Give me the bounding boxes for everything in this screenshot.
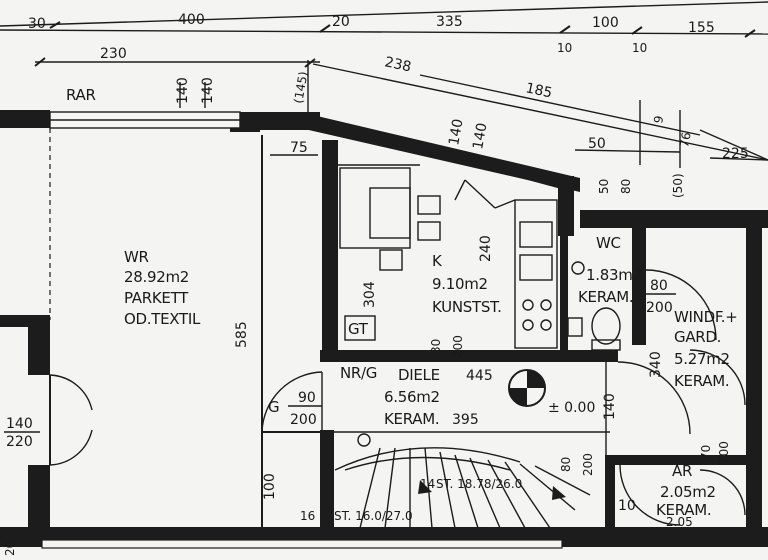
- dim-g200: 200: [290, 412, 317, 428]
- dim-155: 155: [688, 20, 715, 36]
- dim-200b: 200: [451, 335, 465, 358]
- room-windf-area: 5.27m2: [674, 350, 730, 368]
- room-diele-name: DIELE: [398, 366, 440, 384]
- stair-spec-1: ST. 16.0/27.0: [334, 509, 413, 523]
- room-wc-floor: KERAM.: [578, 288, 633, 306]
- dim-335: 335: [436, 14, 463, 30]
- dim-200d: 200: [717, 441, 731, 464]
- dim-30c: 30: [429, 339, 443, 354]
- walls: [0, 110, 768, 547]
- partitions: [49, 128, 610, 530]
- dim-400: 400: [178, 12, 205, 28]
- dim-200c: 200: [581, 453, 595, 476]
- dim-220l: 220: [6, 434, 33, 450]
- dim-20l: 20: [3, 541, 17, 556]
- dim-9: 9: [651, 115, 666, 125]
- dim-80b: 80: [650, 278, 668, 294]
- dim-238: 238: [383, 54, 412, 75]
- windows: [41, 111, 563, 549]
- room-diele-area: 6.56m2: [384, 388, 440, 406]
- room-k-name: K: [432, 252, 443, 270]
- dim-10b: 10: [632, 41, 647, 55]
- room-ar-floor: KERAM.: [656, 501, 711, 519]
- dim-80c: 80: [559, 457, 573, 472]
- dim-145: (145): [291, 70, 310, 104]
- wc-fixtures: [567, 261, 621, 351]
- dim-g90: 90: [298, 390, 316, 406]
- dim-185: 185: [524, 80, 553, 101]
- dim-304: 304: [362, 281, 378, 308]
- room-wr-floor2: OD.TEXTIL: [124, 310, 201, 328]
- room-k-area: 9.10m2: [432, 275, 488, 293]
- room-wr-floor1: PARKETT: [124, 289, 189, 307]
- room-ar-area: 2.05m2: [660, 483, 716, 501]
- stair-spec-2: ST. 18.78/26.0: [436, 477, 522, 491]
- dim-140l: 140: [6, 416, 33, 432]
- dim-50p: (50): [671, 173, 685, 198]
- dim-30: 30: [28, 16, 46, 32]
- room-ar-name: AR: [672, 462, 692, 480]
- dim-10c: 10: [618, 498, 636, 514]
- room-windf-name1: WINDF.+: [674, 308, 737, 326]
- dim-k140a: 140: [446, 118, 466, 147]
- dim-200a: 200: [646, 300, 673, 316]
- dim-205: 2.05: [666, 515, 693, 529]
- door-swings: [49, 269, 746, 526]
- elevation-label: ± 0.00: [548, 400, 595, 416]
- dim-16: 16: [300, 509, 315, 523]
- staircase: [334, 433, 591, 529]
- room-windf-name2: GARD.: [674, 328, 721, 346]
- dim-50: 50: [588, 136, 606, 152]
- dim-76: 76: [677, 131, 693, 148]
- dim-70: 70: [699, 445, 713, 460]
- dim-k140b: 140: [470, 122, 490, 151]
- dim-80a: 80: [619, 179, 633, 194]
- dim-50b: 50: [597, 179, 611, 194]
- label-g: G: [268, 398, 279, 416]
- dim-10a: 10: [557, 41, 572, 55]
- room-wc-area: 1.83m2: [586, 266, 642, 284]
- rar-label: RAR: [66, 86, 96, 104]
- dim-585: 585: [234, 321, 250, 348]
- dim-140a: 140: [175, 77, 191, 104]
- room-diele-floor: KERAM.: [384, 410, 439, 428]
- dim-20: 20: [332, 14, 350, 30]
- dim-340: 340: [648, 351, 664, 378]
- top-dimension-lines: [0, 1, 768, 168]
- dim-445: 445: [466, 368, 493, 384]
- dim-240: 240: [478, 235, 494, 262]
- dim-395: 395: [452, 412, 479, 428]
- dim-100: 100: [592, 15, 619, 31]
- dim-140c: 140: [602, 393, 618, 420]
- room-wr-area: 28.92m2: [124, 268, 189, 286]
- label-nrg: NR/G: [340, 364, 377, 382]
- stair-num-14: 14: [420, 477, 435, 491]
- dim-140b: 140: [200, 77, 216, 104]
- kitchen-fixtures: [339, 167, 558, 349]
- dim-100b: 100: [262, 473, 278, 500]
- room-wc-name: WC: [596, 234, 621, 252]
- room-wr-name: WR: [124, 248, 149, 266]
- label-gt: GT: [348, 320, 369, 338]
- dim-230: 230: [100, 46, 127, 62]
- room-windf-floor: KERAM.: [674, 372, 729, 390]
- elevation-marker: [508, 369, 546, 407]
- room-k-floor: KUNSTST.: [432, 298, 502, 316]
- dim-75: 75: [290, 140, 308, 156]
- dim-225: 225: [722, 146, 749, 162]
